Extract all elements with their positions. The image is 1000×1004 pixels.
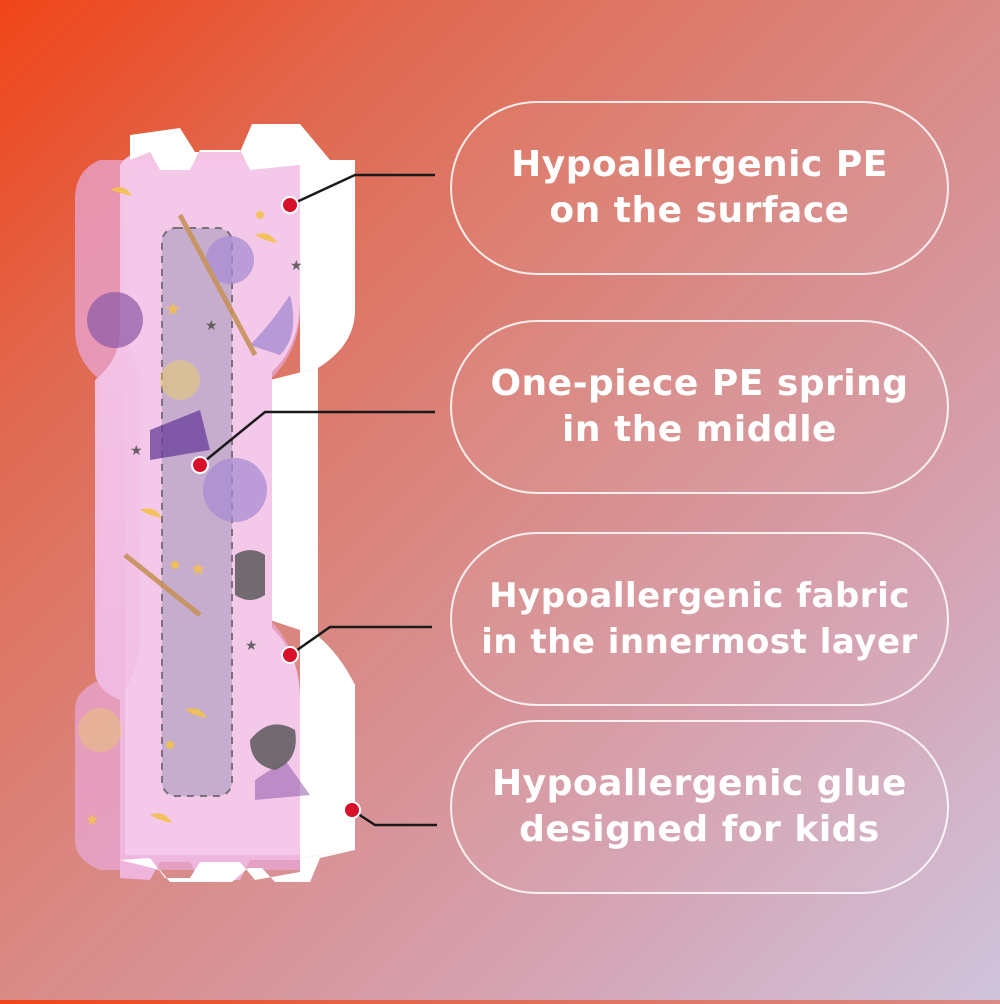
label-pe-surface-line2: on the surface	[549, 190, 850, 231]
label-glue-line2: designed for kids	[519, 809, 880, 850]
label-pe-spring-line2: in the middle	[562, 409, 837, 450]
label-glue-line1: Hypoallergenic glue	[492, 763, 907, 804]
svg-text:★: ★	[130, 443, 143, 459]
label-pe-surface: Hypoallergenic PE on the surface	[450, 101, 949, 275]
marker-dot-spring	[191, 456, 209, 474]
label-fabric-line1: Hypoallergenic fabric	[489, 576, 910, 616]
label-pe-surface-line1: Hypoallergenic PE	[511, 144, 888, 185]
label-pe-spring: One-piece PE spring in the middle	[450, 320, 949, 494]
svg-text:★: ★	[245, 638, 258, 654]
marker-dots	[191, 196, 361, 819]
svg-text:★: ★	[205, 318, 218, 334]
svg-text:★: ★	[290, 258, 303, 274]
svg-text:★: ★	[190, 559, 206, 580]
marker-dot-surface	[281, 196, 299, 214]
pe-spring-band	[161, 227, 233, 797]
pattern-decorations: ★ ★ ★ ★ ★ ★ ★	[78, 187, 310, 829]
label-fabric-line2: in the innermost layer	[481, 622, 918, 662]
label-fabric: Hypoallergenic fabric in the innermost l…	[450, 532, 949, 706]
svg-text:★: ★	[85, 810, 99, 829]
label-pe-spring-line1: One-piece PE spring	[490, 363, 909, 404]
label-glue: Hypoallergenic glue designed for kids	[450, 720, 949, 894]
marker-dot-fabric	[281, 646, 299, 664]
marker-dot-glue	[343, 801, 361, 819]
leader-lines	[199, 173, 437, 827]
svg-text:★: ★	[165, 299, 181, 320]
